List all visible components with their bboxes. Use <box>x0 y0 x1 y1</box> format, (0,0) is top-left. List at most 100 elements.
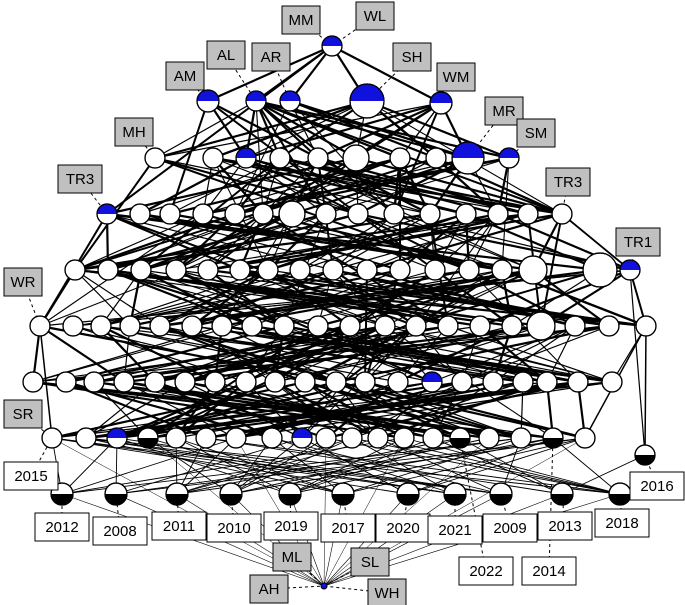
lattice-edge <box>283 325 433 383</box>
concept-node <box>273 315 295 337</box>
attribute-label-sl: SL <box>350 547 390 577</box>
object-label-y2015: 2015 <box>3 461 59 491</box>
lattice-edge <box>39 325 53 439</box>
lattice-edge <box>106 212 241 272</box>
object-label-text: 2018 <box>605 515 638 532</box>
label-leader-line <box>366 56 413 102</box>
lattice-edge <box>325 380 579 440</box>
lattice-edge <box>289 437 554 495</box>
lattice-edge <box>106 45 333 215</box>
lattice-edge <box>51 437 502 495</box>
concept-node <box>393 427 415 449</box>
lattice-edge <box>552 437 621 495</box>
concept-node <box>341 427 363 449</box>
lattice-edge <box>230 437 490 495</box>
lattice-edge <box>154 157 470 271</box>
label-leader-line <box>459 437 487 572</box>
attribute-label-text: MR <box>492 103 515 120</box>
attribute-label-tr1: TR1 <box>615 227 661 257</box>
lattice-edge <box>234 157 469 215</box>
concept-node <box>601 371 623 393</box>
concept-node <box>113 371 135 393</box>
attribute-label-text: WR <box>11 274 36 291</box>
lattice-edge <box>561 454 646 495</box>
attribute-concept-node <box>291 427 313 449</box>
object-concept-node <box>550 482 574 506</box>
concept-node <box>235 371 257 393</box>
concept-node <box>252 203 274 225</box>
concept-node <box>347 203 369 225</box>
lattice-edge <box>207 269 285 327</box>
lattice-edge <box>129 268 401 328</box>
lattice-edge <box>289 45 333 102</box>
lattice-edge <box>274 381 379 439</box>
object-concept-node <box>278 482 302 506</box>
concept-node <box>356 259 378 281</box>
concept-node <box>62 315 84 337</box>
lattice-edge <box>351 437 621 495</box>
concept-node <box>269 147 291 169</box>
concept-node <box>241 315 263 337</box>
attribute-label-al: AL <box>206 40 246 70</box>
concept-node <box>278 200 306 228</box>
attribute-label-tr3b: TR3 <box>545 167 591 197</box>
lattice-edge <box>393 102 442 215</box>
lattice-edge <box>51 380 306 440</box>
lattice-edge <box>39 213 204 327</box>
concept-node <box>97 259 119 281</box>
attribute-label-sh: SH <box>392 42 432 72</box>
attribute-label-text: SR <box>13 406 34 423</box>
lattice-edge <box>323 437 327 587</box>
object-label-y2009: 2009 <box>482 513 538 543</box>
lattice-edge <box>262 213 449 327</box>
object-concept-node <box>219 482 243 506</box>
lattice-edge <box>342 437 586 495</box>
lattice-edge <box>245 381 303 439</box>
object-label-text: 2012 <box>45 519 78 536</box>
object-label-y2016: 2016 <box>629 471 685 501</box>
attribute-label-text: MM <box>289 12 314 29</box>
lattice-edge <box>234 100 291 215</box>
concept-node <box>478 427 500 449</box>
concept-node <box>224 203 246 225</box>
lattice-edge <box>357 157 469 215</box>
concept-node <box>458 259 480 281</box>
attribute-label-sm: SM <box>516 118 556 148</box>
lattice-edge <box>202 157 247 215</box>
concept-node <box>451 371 473 393</box>
attribute-label-ah: AH <box>249 574 289 604</box>
lattice-edge <box>323 437 405 587</box>
concept-node <box>564 315 586 337</box>
concept-node <box>425 147 447 169</box>
concept-node <box>518 255 548 285</box>
concept-node <box>482 371 504 393</box>
concept-node <box>29 315 51 337</box>
object-label-y2019: 2019 <box>263 511 319 541</box>
concept-node <box>582 252 618 288</box>
concept-node <box>195 427 217 449</box>
object-label-y2012: 2012 <box>34 512 90 542</box>
lattice-edge <box>212 156 467 216</box>
concept-node <box>225 427 247 449</box>
lattice-edge <box>335 324 610 384</box>
concept-node <box>405 315 427 337</box>
lattice-edge <box>230 437 303 495</box>
object-label-y2010: 2010 <box>206 513 262 543</box>
concept-node <box>119 315 141 337</box>
attribute-label-mm: MM <box>281 5 321 35</box>
lattice-edge <box>74 212 529 272</box>
lattice-edge <box>100 269 334 327</box>
concept-node <box>510 427 532 449</box>
lattice-edge <box>214 381 434 439</box>
lattice-edge <box>274 325 542 383</box>
concept-node <box>197 259 219 281</box>
lattice-edge <box>175 269 433 383</box>
lattice-edge <box>357 213 631 271</box>
concept-node <box>229 259 251 281</box>
lattice-edge <box>364 269 368 383</box>
concept-node <box>422 427 444 449</box>
concept-node <box>339 315 361 337</box>
lattice-edge <box>32 269 436 383</box>
concept-node <box>165 427 187 449</box>
lattice-edge <box>147 325 319 439</box>
